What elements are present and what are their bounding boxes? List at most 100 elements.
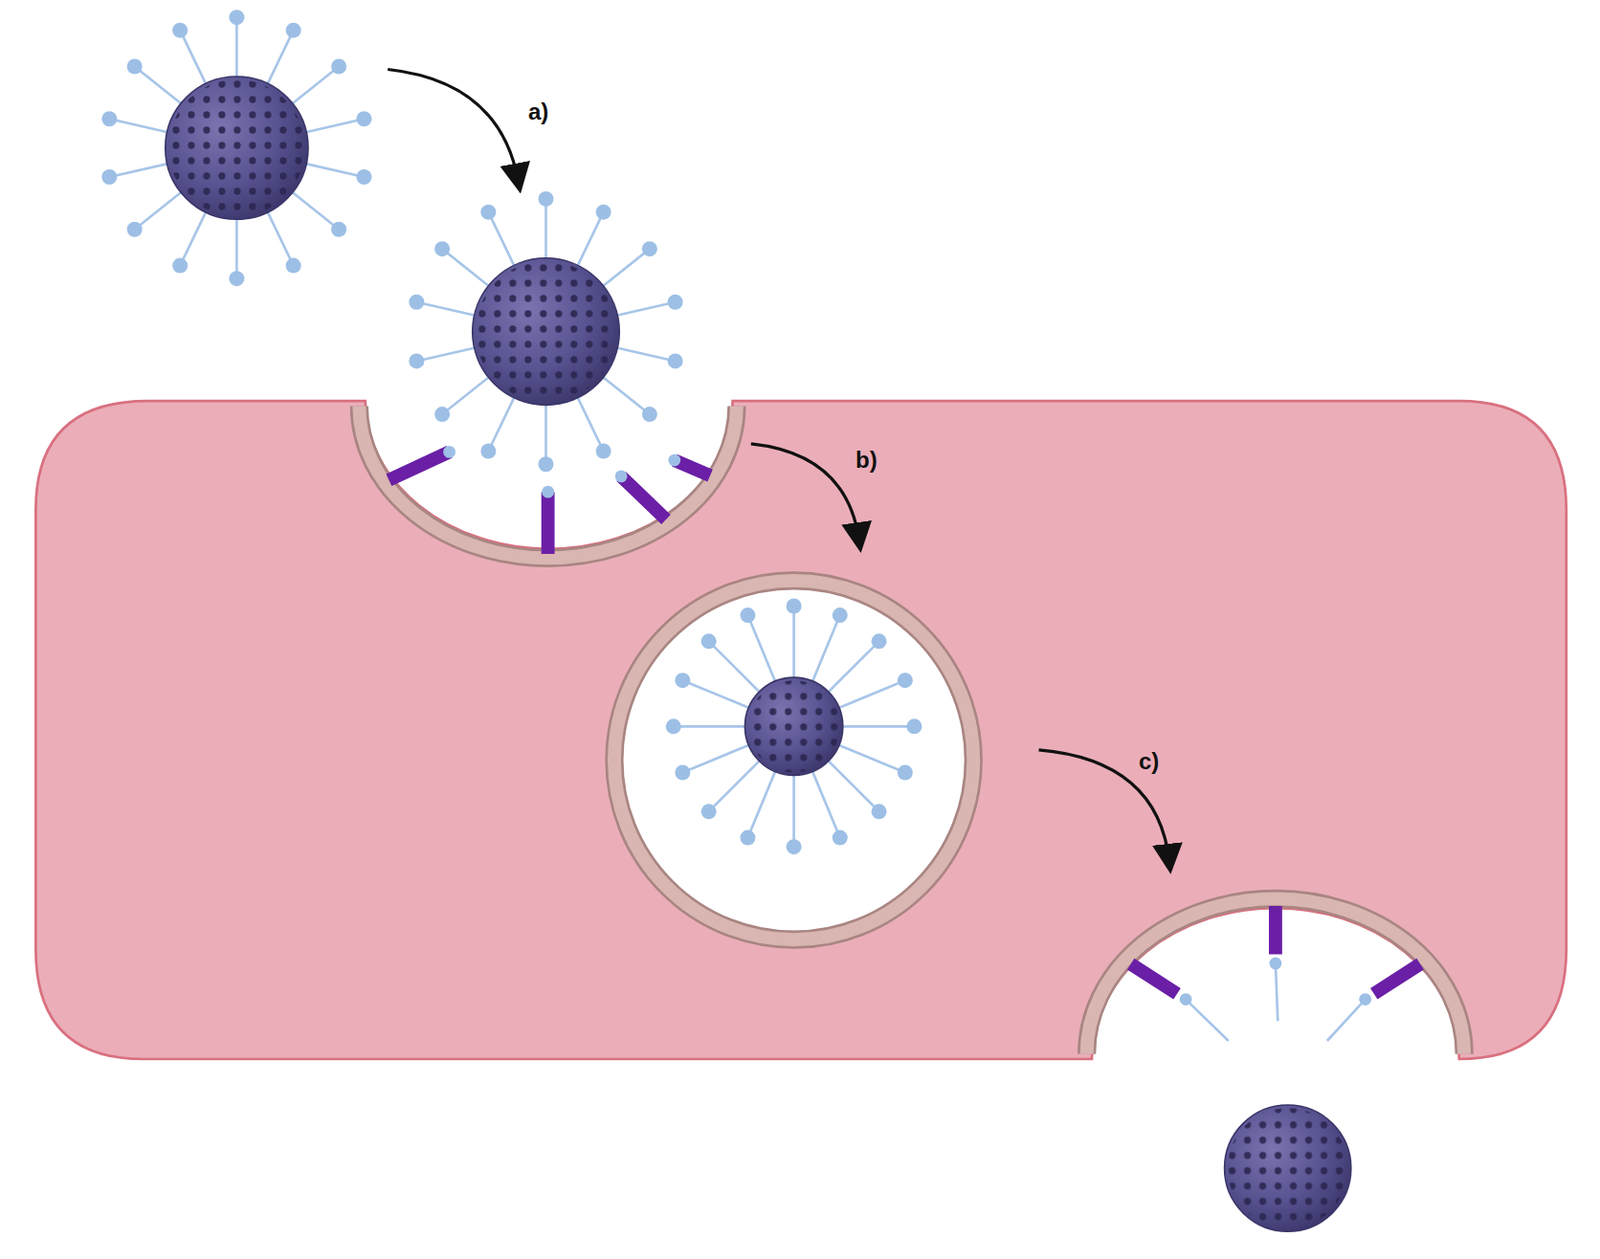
ligand-head [480, 444, 496, 460]
ligand [299, 162, 365, 178]
ligand [287, 66, 339, 109]
receptor [541, 491, 556, 555]
ligand-head [101, 111, 117, 127]
ligand [810, 615, 841, 687]
ligand [834, 680, 906, 711]
ligand [416, 346, 482, 361]
ligand-head [897, 764, 913, 780]
ligand-head [596, 444, 612, 460]
ligand-head [127, 222, 143, 238]
ligand-head [331, 59, 347, 75]
ligand [299, 118, 365, 134]
ligand [824, 757, 879, 812]
ligand-head [642, 406, 658, 423]
nanoparticles-and-receptors [101, 9, 1421, 1232]
receptor [388, 451, 449, 480]
ligand [235, 212, 239, 279]
ligand-head [172, 22, 188, 39]
bound-ligand [1269, 957, 1283, 971]
ligand-head [408, 353, 424, 369]
ligand-head [127, 59, 143, 75]
ligand-head [537, 456, 554, 472]
ligand [416, 302, 482, 317]
particle-pores [475, 261, 617, 402]
ligand-head [480, 204, 496, 221]
particle-pores [168, 79, 306, 217]
bound-ligand [443, 445, 456, 459]
ligand [442, 248, 494, 290]
ligand [747, 615, 778, 687]
ligand [598, 373, 650, 415]
ligand-head [355, 169, 372, 185]
ligand [747, 767, 778, 839]
nanoparticle [1224, 1105, 1352, 1232]
particle-pores [748, 680, 841, 773]
ligand [682, 743, 754, 774]
nanoparticle [408, 191, 683, 472]
bound-ligand [1179, 993, 1193, 1006]
step-label: c) [1138, 750, 1159, 774]
ligand [673, 725, 751, 729]
ligand [488, 391, 517, 452]
ligand [682, 680, 754, 711]
ligand-head [101, 169, 117, 185]
nanoparticle [101, 9, 372, 287]
ligand-head [897, 672, 913, 689]
bound-ligand [1358, 993, 1372, 1006]
ligand [179, 205, 209, 266]
particle-edge [472, 258, 621, 406]
ligand-head [331, 222, 347, 238]
ligand-head [871, 803, 888, 820]
bound-ligand [615, 469, 628, 483]
ligand [544, 199, 548, 267]
ligand [134, 188, 187, 230]
ligand [442, 373, 494, 415]
ligand-head [596, 204, 612, 221]
particle-core [744, 677, 843, 776]
ligand-head [667, 294, 684, 311]
ligand-head [739, 830, 756, 846]
ligand [544, 398, 548, 466]
ligand-head [666, 718, 682, 734]
ligand-head [786, 839, 802, 855]
ligand-head [286, 258, 302, 274]
receptor [1374, 964, 1421, 995]
ligand [610, 346, 676, 361]
particle-edge [744, 677, 843, 776]
step-label: a) [528, 100, 549, 124]
membrane [358, 405, 1465, 1054]
ligand [109, 162, 175, 178]
released-ligand [1327, 1000, 1366, 1042]
ligand-head [228, 9, 245, 25]
ligand-head [701, 633, 717, 649]
ligand [574, 212, 603, 273]
ligand-head [408, 294, 424, 311]
ligand-head [355, 111, 372, 127]
ligand-head [832, 830, 848, 846]
receptor [1131, 964, 1178, 995]
ligand-head [739, 607, 756, 623]
released-ligand [1275, 963, 1278, 1022]
nanoparticle [666, 598, 923, 855]
ligand-head [228, 270, 245, 287]
ligand [834, 743, 906, 774]
ligand [235, 17, 239, 84]
particle-edge [1224, 1105, 1352, 1232]
ligand-head [286, 22, 302, 39]
ligand-head [434, 241, 450, 257]
ligand [810, 767, 841, 839]
receptor [621, 476, 667, 520]
ligand [598, 248, 650, 290]
ligand [265, 205, 294, 266]
ligand-head [906, 718, 922, 734]
ligand-head [674, 672, 690, 689]
ligand-head [832, 607, 848, 623]
ligand-head [642, 241, 658, 257]
ligand-head [172, 258, 188, 274]
ligand [179, 30, 209, 90]
ligand-head [701, 803, 717, 820]
ligand-head [871, 633, 888, 649]
step-label: b) [855, 448, 878, 472]
